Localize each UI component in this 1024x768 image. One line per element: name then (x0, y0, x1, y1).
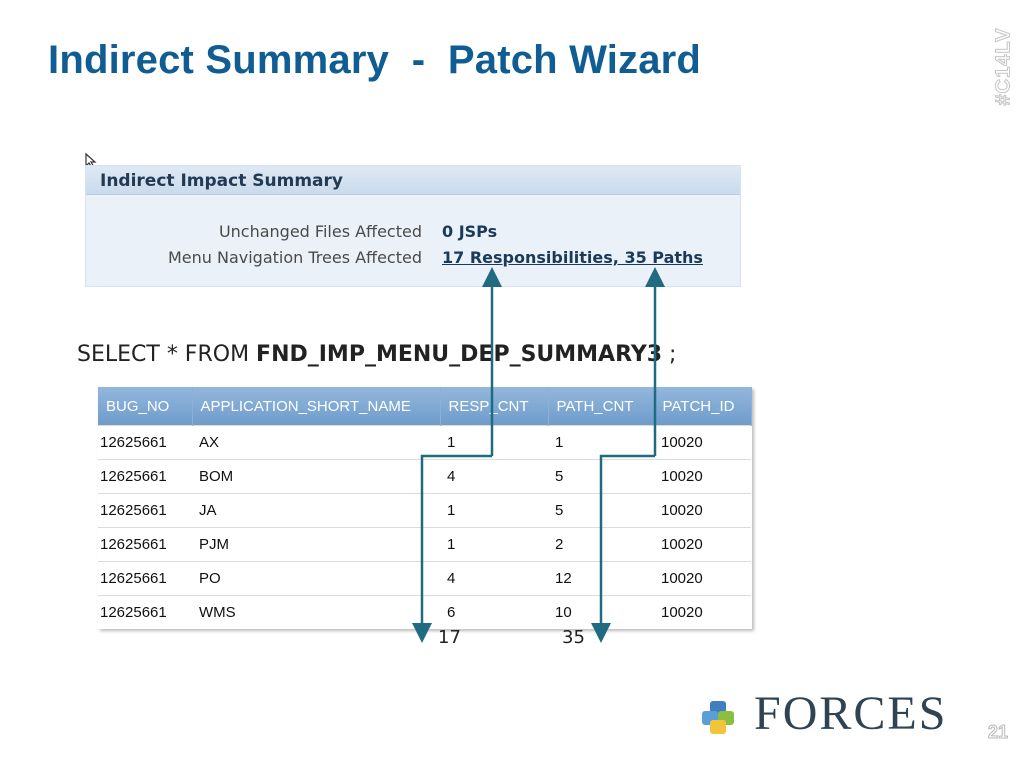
table-cell: WMS (192, 595, 440, 629)
forces-logo: FORCES (700, 687, 990, 740)
sql-suffix: ; (662, 342, 677, 367)
table-cell: 10020 (654, 561, 751, 596)
impact-label: Menu Navigation Trees Affected (167, 248, 422, 267)
table-row: 12625661 WMS 6 10 10020 (98, 595, 751, 629)
table-row: 12625661 AX 1 1 10020 (98, 425, 751, 460)
table-cell: 1 (440, 493, 548, 528)
table-cell: 5 (548, 493, 654, 528)
table-row: 12625661 JA 1 5 10020 (98, 493, 751, 528)
table-cell: 12625661 (98, 425, 192, 460)
hashtag-text: #C14LV (992, 27, 1015, 106)
hashtag-watermark: #C14LV (988, 18, 1020, 118)
results-table: BUG_NO APPLICATION_SHORT_NAME RESP_CNT P… (98, 387, 752, 629)
table-cell: AX (192, 425, 440, 460)
table-header-row: BUG_NO APPLICATION_SHORT_NAME RESP_CNT P… (98, 387, 752, 426)
table-row: 12625661 BOM 4 5 10020 (98, 459, 751, 494)
forces-logo-text: FORCES (754, 687, 948, 740)
table-cell: PO (192, 561, 440, 596)
impact-value-link[interactable]: 17 Responsibilities, 35 Paths (442, 248, 703, 267)
table-cell: PJM (192, 527, 440, 562)
table-cell: BOM (192, 459, 440, 494)
table-cell: 12625661 (98, 527, 192, 562)
page-number: 21 (987, 722, 1009, 743)
table-cell: 12 (548, 561, 654, 596)
table-cell: 6 (440, 595, 548, 629)
table-cell: 12625661 (98, 493, 192, 528)
sql-statement: SELECT * FROM FND_IMP_MENU_DEP_SUMMARY3 … (77, 342, 676, 367)
table-cell: 5 (548, 459, 654, 494)
table-cell: 2 (548, 527, 654, 562)
column-header: PATH_CNT (548, 387, 655, 426)
column-header: BUG_NO (98, 387, 193, 426)
resp-total-label: 17 (438, 627, 461, 648)
table-cell: 4 (440, 459, 548, 494)
impact-summary-header: Indirect Impact Summary (86, 166, 740, 195)
table-row: 12625661 PJM 1 2 10020 (98, 527, 751, 562)
table-row: 12625661 PO 4 12 10020 (98, 561, 751, 596)
table-cell: 1 (440, 425, 548, 460)
table-cell: JA (192, 493, 440, 528)
path-total-label: 35 (562, 627, 585, 648)
table-cell: 1 (548, 425, 654, 460)
sql-table-name: FND_IMP_MENU_DEP_SUMMARY3 (256, 342, 663, 367)
table-cell: 12625661 (98, 561, 192, 596)
impact-value: 0 JSPs (442, 222, 498, 241)
forces-logo-icon (702, 701, 734, 734)
sql-prefix: SELECT * FROM (77, 342, 257, 367)
impact-label: Unchanged Files Affected (218, 222, 422, 241)
table-cell: 10020 (654, 493, 751, 528)
table-cell: 1 (440, 527, 548, 562)
table-cell: 10020 (654, 527, 751, 562)
column-header: APPLICATION_SHORT_NAME (192, 387, 441, 426)
table-cell: 10020 (654, 459, 751, 494)
column-header: RESP_CNT (440, 387, 549, 426)
table-cell: 12625661 (98, 459, 192, 494)
table-cell: 12625661 (98, 595, 192, 629)
table-cell: 10020 (654, 425, 751, 460)
slide-title: Indirect Summary - Patch Wizard (48, 38, 702, 82)
table-cell: 10 (548, 595, 654, 629)
indirect-impact-summary-panel: Indirect Impact Summary Unchanged Files … (85, 165, 741, 287)
column-header: PATCH_ID (654, 387, 752, 426)
table-cell: 10020 (654, 595, 751, 629)
table-cell: 4 (440, 561, 548, 596)
